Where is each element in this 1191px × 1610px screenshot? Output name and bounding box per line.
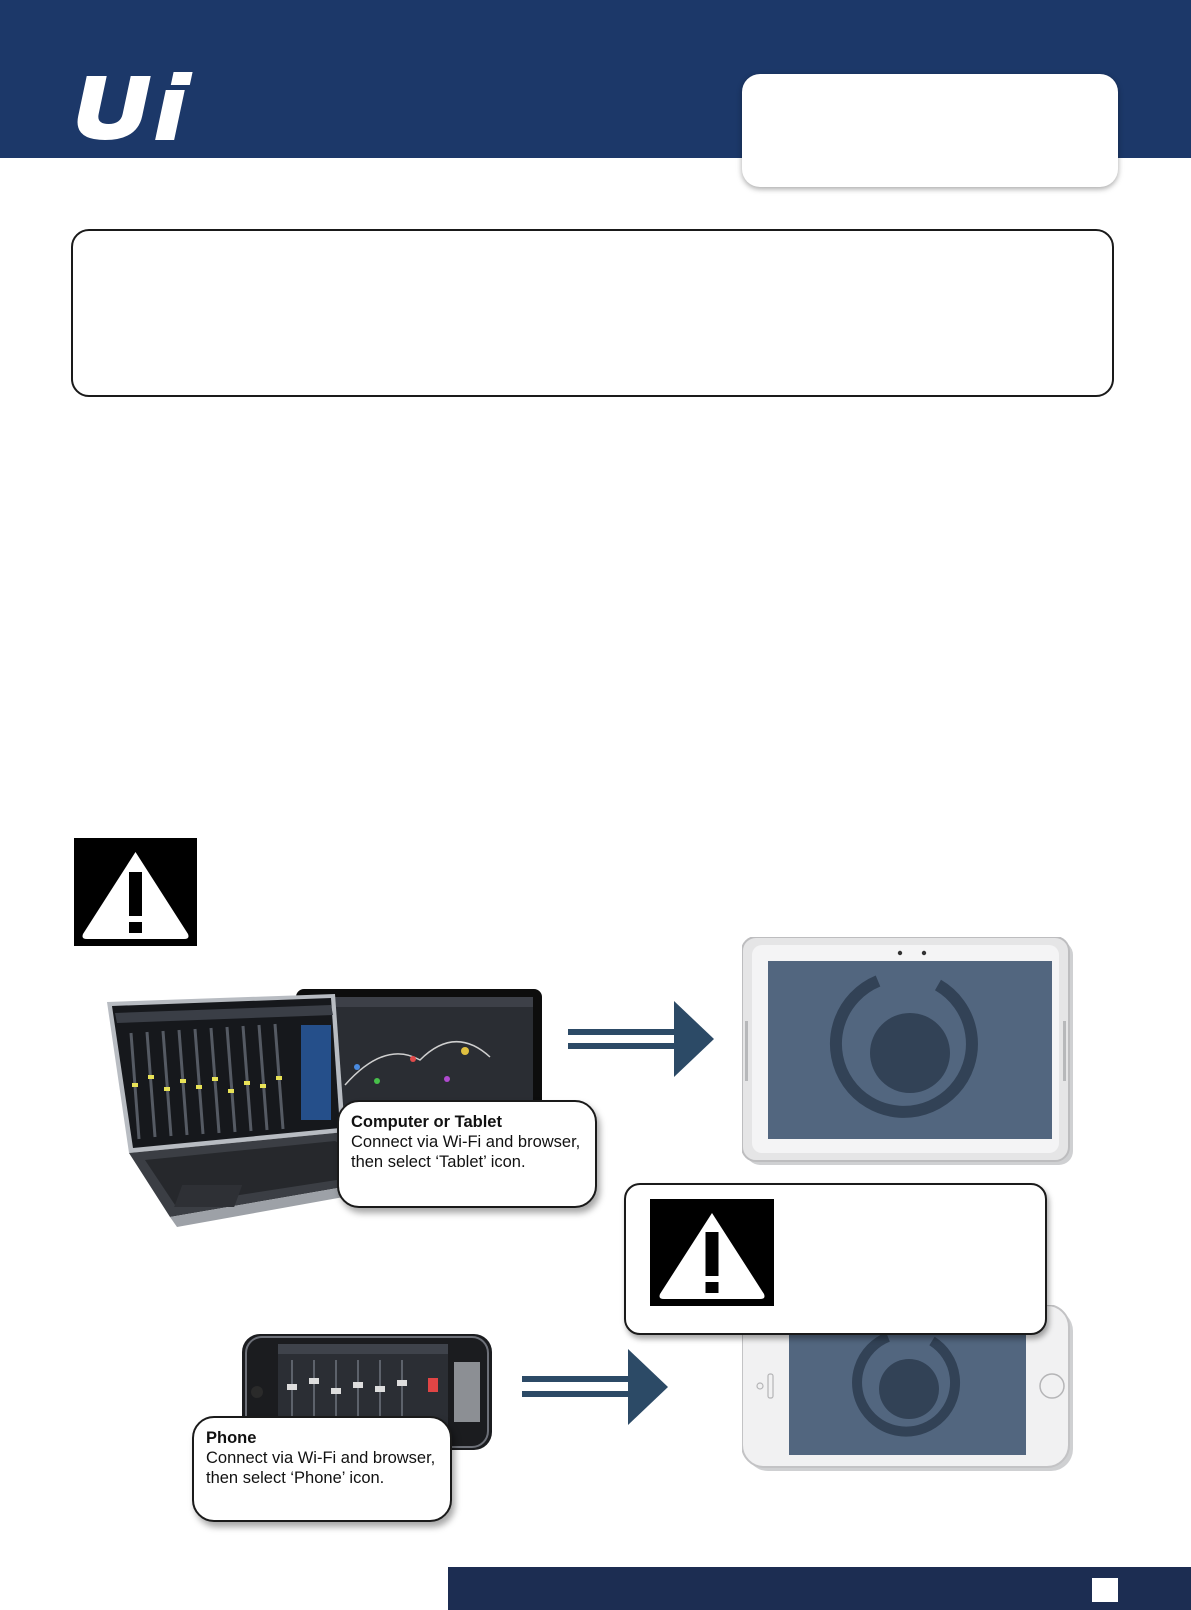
double-arrow-right-icon xyxy=(568,998,718,1078)
intro-box xyxy=(71,229,1114,397)
callout-title: Computer or Tablet xyxy=(351,1112,583,1132)
tablet-device-icon xyxy=(742,937,1077,1169)
callout-phone: Phone Connect via Wi-Fi and browser, the… xyxy=(192,1416,452,1522)
footer-bar xyxy=(448,1567,1191,1610)
double-arrow-right-icon xyxy=(522,1349,672,1429)
callout-line: Connect via Wi-Fi and browser, xyxy=(351,1132,583,1152)
callout-line: then select ‘Tablet’ icon. xyxy=(351,1152,583,1172)
callout-title: Phone xyxy=(206,1428,438,1448)
callout-computer-tablet: Computer or Tablet Connect via Wi-Fi and… xyxy=(337,1100,597,1208)
warning-icon xyxy=(650,1199,774,1306)
ui-logo xyxy=(70,70,215,142)
page-number-box xyxy=(1092,1578,1118,1602)
callout-line: then select ‘Phone’ icon. xyxy=(206,1468,438,1488)
section-tab-box xyxy=(742,74,1118,187)
warning-icon xyxy=(74,838,197,946)
callout-line: Connect via Wi-Fi and browser, xyxy=(206,1448,438,1468)
